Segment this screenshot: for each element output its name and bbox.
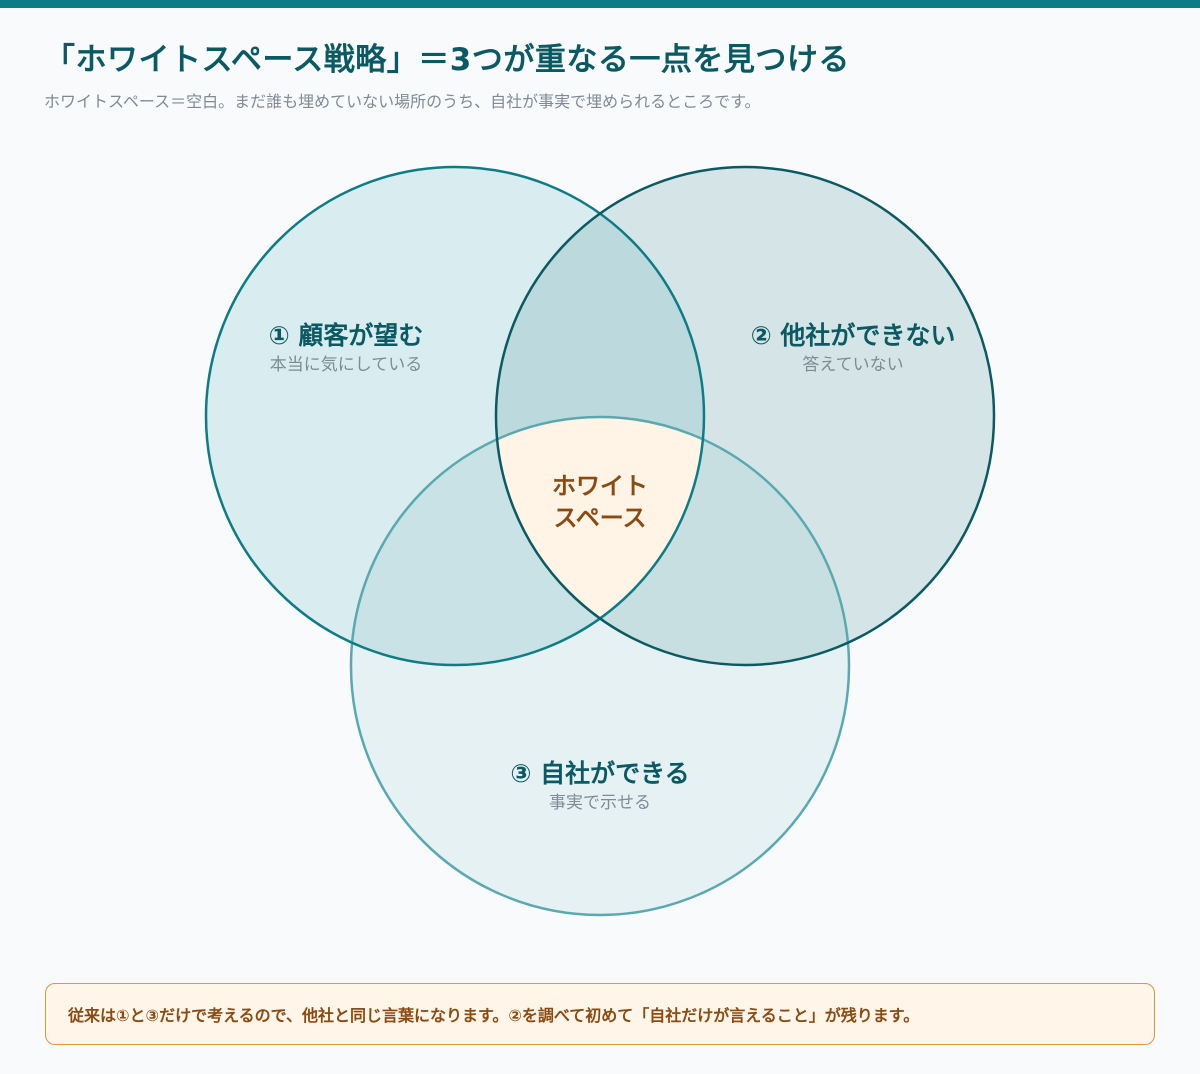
circle-1-title: ① 顧客が望む [269,321,424,350]
circle-competitors-cannot-outline [494,165,996,667]
page-subtitle: ホワイトスペース＝空白。まだ誰も埋めていない場所のうち、自社が事実で埋められると… [44,92,761,111]
white-space-label-line2: スペース [553,504,646,532]
overlap-customer-we [351,417,704,665]
note-box: 従来は①と③だけで考えるので、他社と同じ言葉になります。②を調べて初めて「自社だ… [45,983,1155,1045]
overlap-competitor-we [496,417,849,665]
circle-customer-wants-outline [204,165,706,667]
circle-2-subtitle: 答えていない [802,355,903,375]
circle-2-title: ② 他社ができない [751,321,956,350]
circle-we-can-outline [349,415,851,917]
circle-1-subtitle: 本当に気にしている [270,355,423,375]
circle-3-title: ③ 自社ができる [510,759,689,788]
white-space-label-line1: ホワイト [552,472,648,500]
note-text: 従来は①と③だけで考えるので、他社と同じ言葉になります。②を調べて初めて「自社だ… [68,1006,920,1025]
venn-diagram: ① 顧客が望む 本当に気にしている ② 他社ができない 答えていない ③ 自社が… [204,165,996,917]
page-title: 「ホワイトスペース戦略」＝3つが重なる一点を見つける [44,42,850,78]
top-accent-bar [0,0,1200,8]
circle-3-subtitle: 事実で示せる [549,793,651,813]
